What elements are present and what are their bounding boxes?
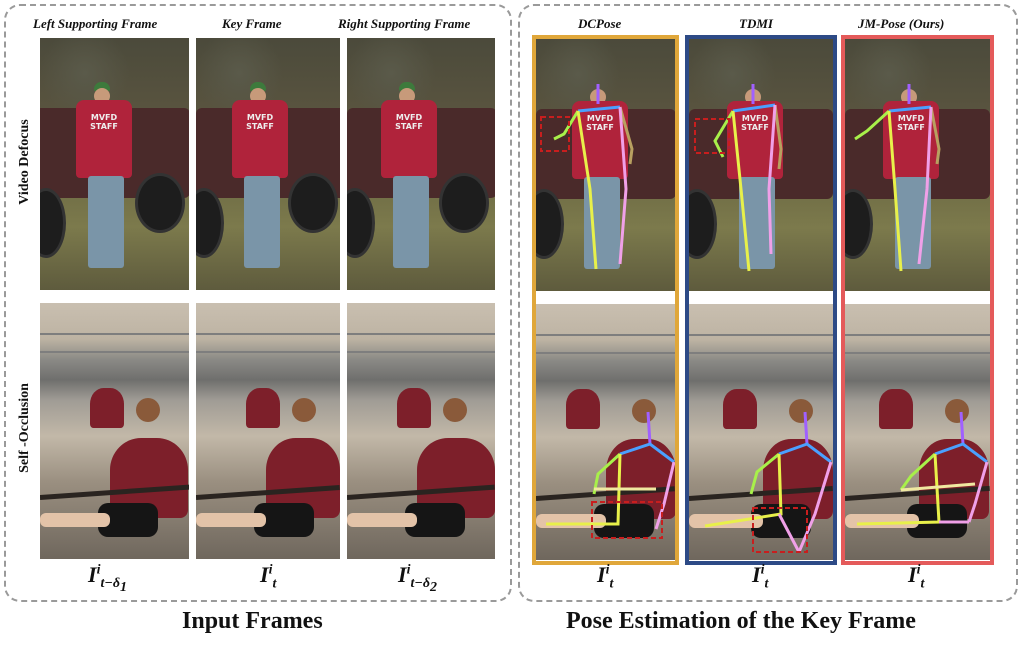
frame-occlusion-left xyxy=(40,303,189,559)
column-title-jm-pose: JM-Pose (Ours) xyxy=(858,16,945,31)
pose-estimation-panel xyxy=(518,4,1018,602)
jm-pose-result-box xyxy=(841,35,994,565)
column-title-right-supporting: Right Supporting Frame xyxy=(338,16,471,31)
symbol-tdmi: Iit xyxy=(752,562,769,592)
input-frames-panel xyxy=(4,4,512,602)
frame-tdmi-occlusion xyxy=(689,304,833,560)
column-title-left-supporting: Left Supporting Frame xyxy=(33,16,158,31)
tdmi-result-box xyxy=(685,35,837,565)
frame-occlusion-key xyxy=(196,303,340,559)
column-title-dcpose: DCPose xyxy=(578,16,622,31)
symbol-key-frame: Iit xyxy=(260,562,277,592)
frame-dcpose-occlusion xyxy=(536,304,675,560)
row-label-video-defocus: Video Defocus xyxy=(17,119,32,205)
frame-jmpose-occlusion xyxy=(845,304,990,560)
symbol-dcpose: Iit xyxy=(597,562,614,592)
caption-pose-estimation: Pose Estimation of the Key Frame xyxy=(566,608,916,634)
column-title-tdmi: TDMI xyxy=(739,16,773,31)
symbol-left-supporting: Iit−δ1 xyxy=(88,562,127,596)
column-title-key-frame: Key Frame xyxy=(222,16,282,31)
caption-input-frames: Input Frames xyxy=(182,608,323,634)
symbol-right-supporting: Iit−δ2 xyxy=(398,562,437,596)
dcpose-result-box xyxy=(532,35,679,565)
symbol-jm-pose: Iit xyxy=(908,562,925,592)
frame-occlusion-right xyxy=(347,303,495,559)
row-label-self-occlusion: Self -Occlusion xyxy=(17,383,32,473)
